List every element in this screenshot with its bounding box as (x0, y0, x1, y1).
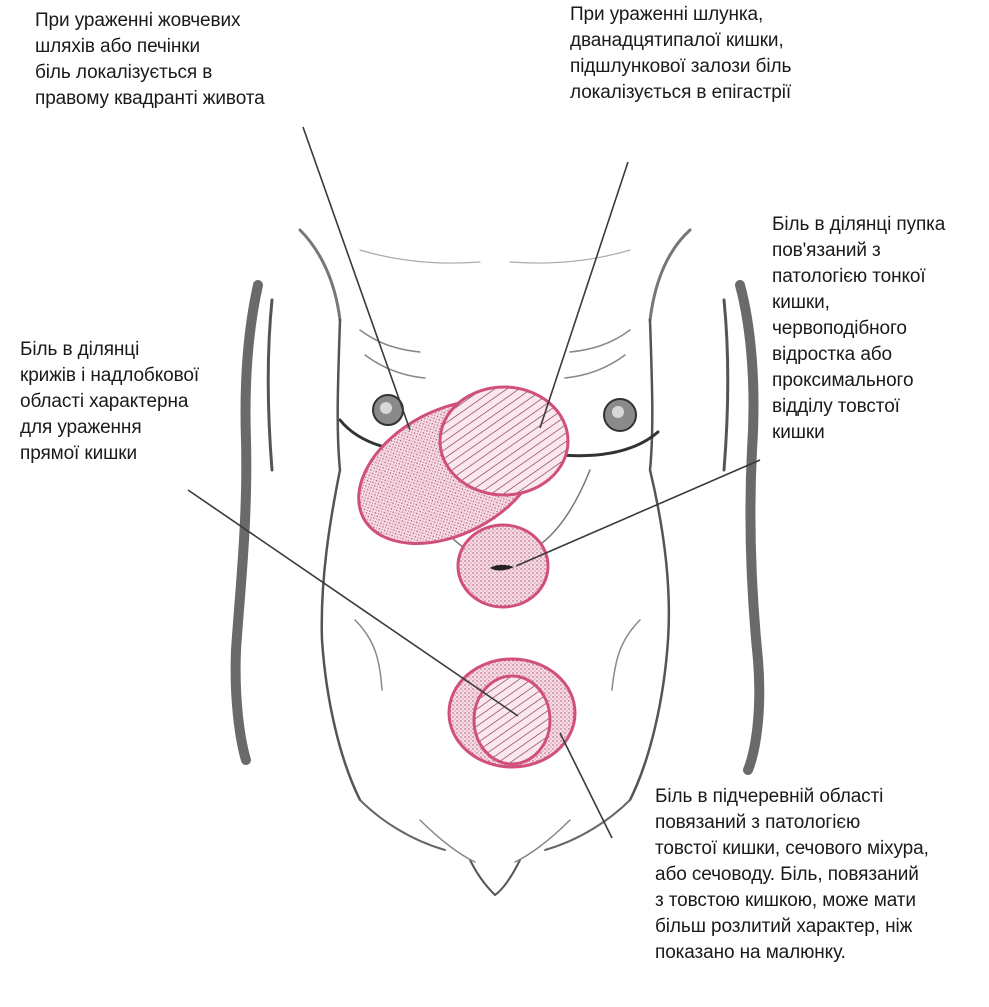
label-umbilical: Біль в ділянці пупка пов'язаний з патоло… (772, 212, 984, 446)
label-stomach-epigastric: При ураженні шлунка, дванадцятипалої киш… (570, 2, 900, 106)
label-liver-biliary: При ураженні жовчевих шляхів або печінки… (35, 8, 355, 112)
leader-line-liver (303, 127, 410, 430)
label-rectum-sacral: Біль в ділянці крижів і надлобкової обла… (20, 337, 260, 467)
leader-line-stomach (540, 162, 628, 428)
label-hypogastric: Біль в підчеревній області повязаний з п… (655, 784, 985, 966)
nipple-right (604, 399, 636, 431)
region-rectum (474, 676, 550, 764)
